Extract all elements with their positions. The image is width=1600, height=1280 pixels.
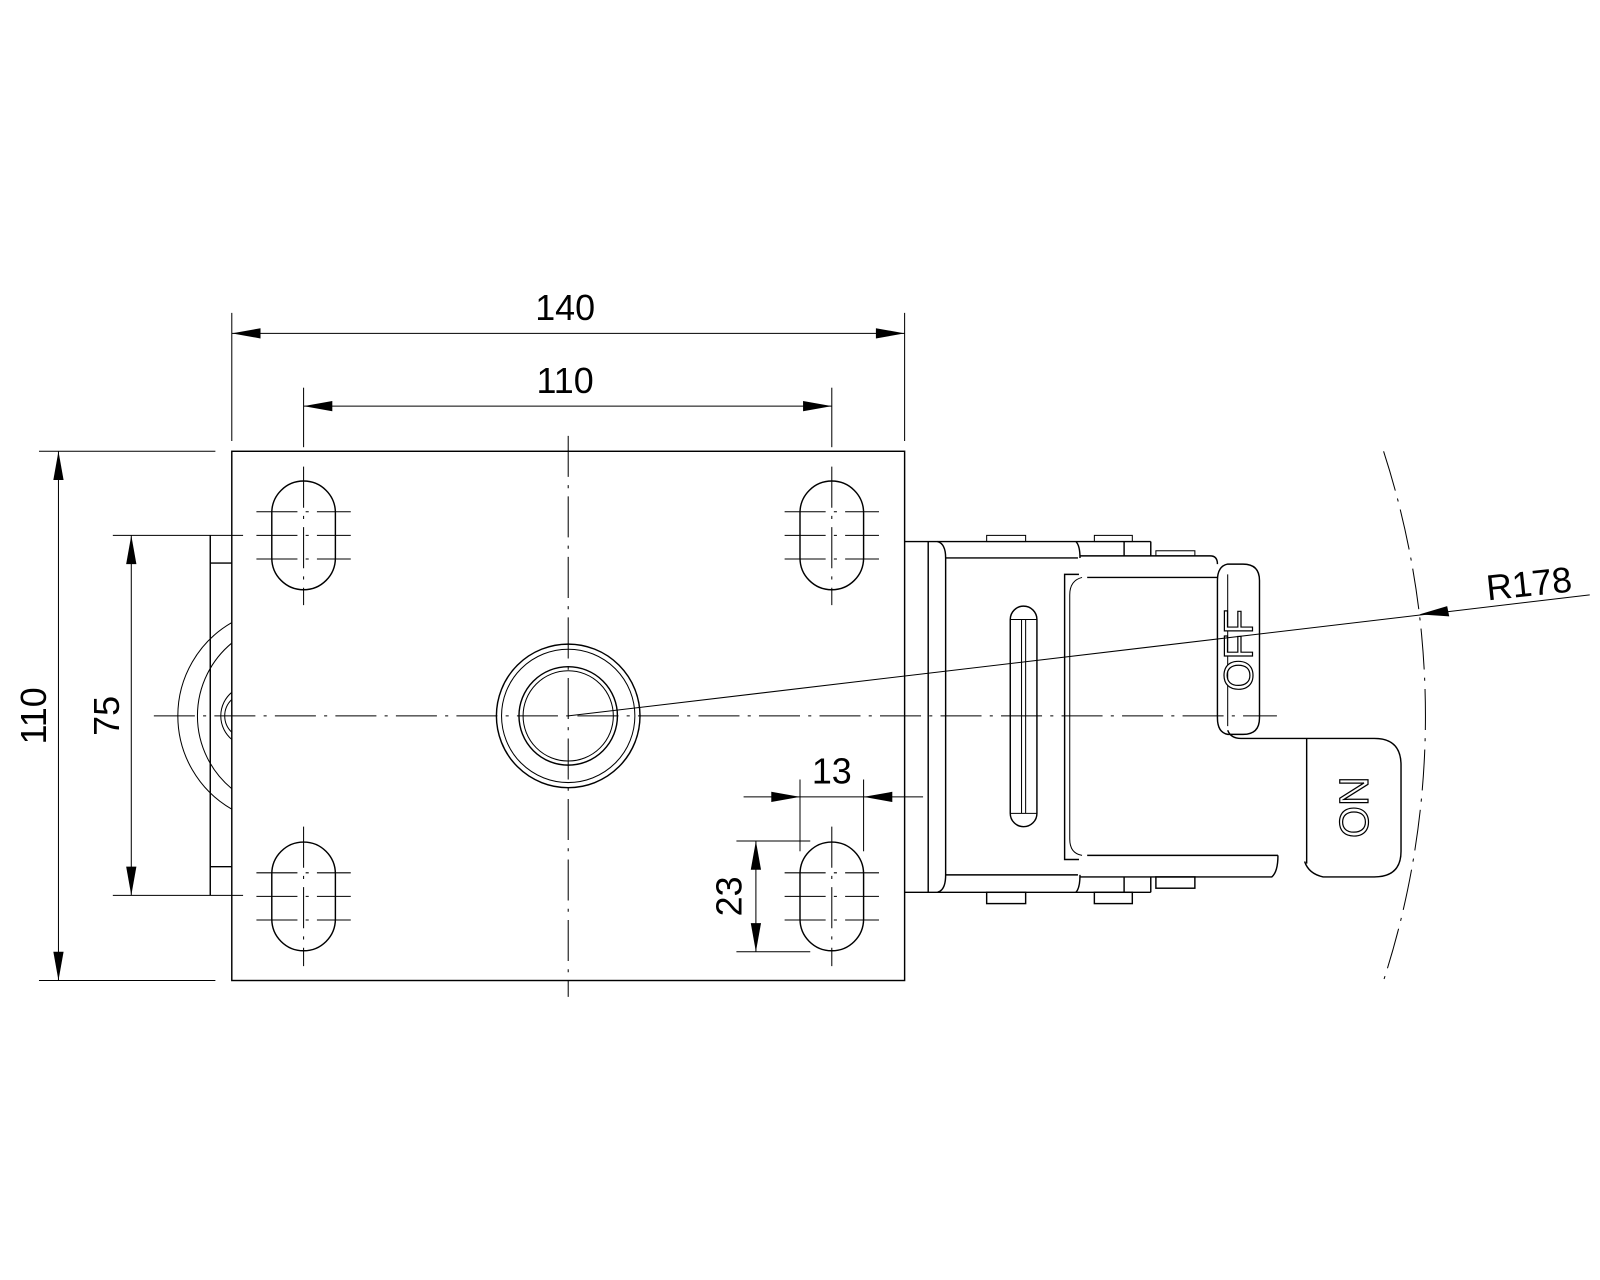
mounting-slot-bottom-right: [784, 826, 879, 967]
dimension-slot-length: 23: [710, 840, 811, 953]
dimension-label-110-horizontal: 110: [537, 361, 594, 401]
dimension-hole-spacing-width: 75: [87, 534, 244, 896]
mounting-slot-top-left: [256, 466, 351, 606]
dimension-hole-spacing-length: 110: [303, 361, 833, 448]
mounting-slot-bottom-left: [256, 826, 351, 967]
mounting-slot-top-right: [784, 466, 879, 606]
dimension-label-r178: R178: [1484, 560, 1573, 609]
swivel-radius-dimension: R178: [568, 451, 1590, 981]
dimension-slot-width: 13: [743, 752, 924, 852]
lever-label-on: ON: [1331, 776, 1377, 838]
screw-head: [1093, 534, 1133, 543]
screw-head: [986, 534, 1027, 543]
brake-lever-on: ON: [1227, 729, 1402, 878]
swivel-hub: [495, 643, 641, 789]
dimension-label-13: 13: [812, 752, 852, 792]
screw-head: [1155, 876, 1196, 889]
dimension-label-140: 140: [535, 288, 595, 328]
screw-head: [985, 891, 1027, 905]
screw-head: [1093, 891, 1134, 905]
housing-slot: [1009, 605, 1038, 828]
dimension-overall-width: 110: [14, 450, 216, 982]
brake-housing: [904, 534, 1279, 905]
dimension-label-23: 23: [710, 876, 750, 916]
screw-head: [1155, 550, 1196, 557]
lever-label-off: OFF: [1215, 609, 1261, 691]
dimension-overall-length: 140: [231, 288, 906, 442]
dimension-label-75: 75: [87, 696, 127, 736]
brake-lever-off: OFF: [1215, 563, 1262, 736]
wheel-profile: [177, 535, 233, 896]
dimension-label-110-vertical: 110: [14, 687, 54, 744]
swivel-radius-arc: [1383, 451, 1426, 981]
